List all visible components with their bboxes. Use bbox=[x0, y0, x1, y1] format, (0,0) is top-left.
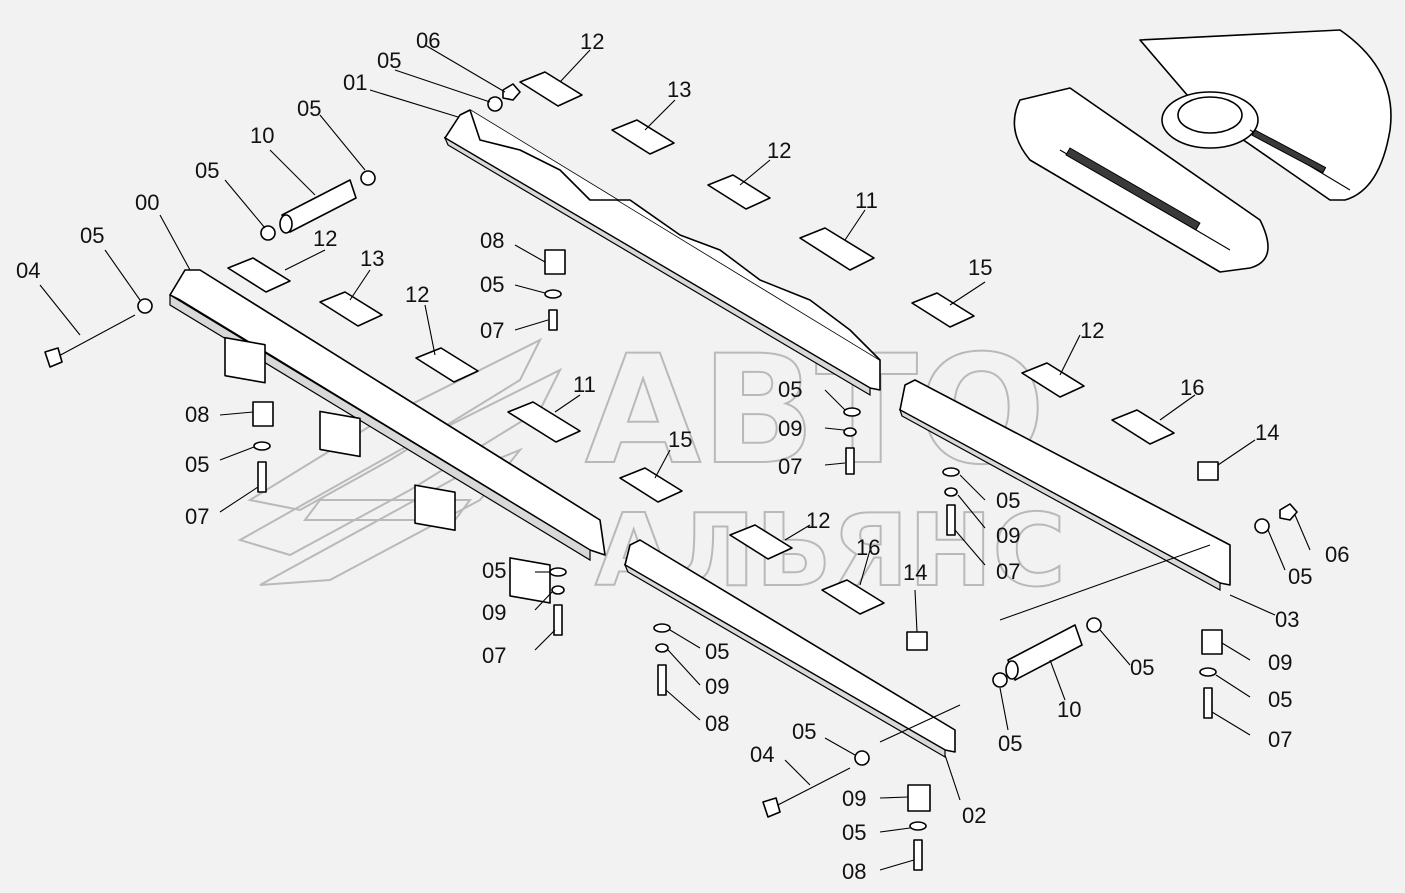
guard-rail-00 bbox=[169, 269, 606, 604]
callout-16: 16 bbox=[1180, 375, 1204, 400]
fastener-stacks bbox=[137, 83, 1298, 871]
callout-11: 11 bbox=[573, 372, 596, 397]
pin-10-lower bbox=[1005, 624, 1083, 681]
leader-lines bbox=[39, 44, 1311, 871]
bolt-04-upper bbox=[44, 314, 136, 368]
callout-09: 09 bbox=[778, 416, 802, 441]
bolt-04-lower bbox=[762, 767, 851, 818]
callout-05: 05 bbox=[297, 96, 321, 121]
callout-05: 05 bbox=[195, 158, 219, 183]
callout-12: 12 bbox=[313, 226, 337, 251]
callout-05: 05 bbox=[1130, 655, 1154, 680]
callout-05: 05 bbox=[1288, 564, 1312, 589]
callout-08: 09 bbox=[1268, 650, 1292, 675]
callout-05: 05 bbox=[1268, 687, 1292, 712]
block-set bbox=[227, 71, 1219, 651]
callout-labels: 06 05 01 05 10 05 00 05 04 12 13 12 11 0… bbox=[16, 28, 1349, 884]
pin-10-upper bbox=[279, 179, 357, 234]
callout-08: 08 bbox=[480, 228, 504, 253]
callout-14: 14 bbox=[903, 560, 927, 585]
callout-12: 12 bbox=[405, 282, 429, 307]
callout-06: 06 bbox=[1325, 542, 1349, 567]
callout-10: 10 bbox=[1057, 697, 1081, 722]
callout-10: 10 bbox=[250, 123, 274, 148]
callout-05: 05 bbox=[377, 48, 401, 73]
callout-07: 07 bbox=[996, 559, 1020, 584]
callout-05: 05 bbox=[778, 377, 802, 402]
callout-14: 14 bbox=[1255, 420, 1279, 445]
callout-05: 05 bbox=[996, 488, 1020, 513]
callout-04: 04 bbox=[16, 258, 40, 283]
callout-09: 09 bbox=[482, 600, 506, 625]
callout-02: 02 bbox=[962, 803, 986, 828]
callout-07: 07 bbox=[482, 643, 506, 668]
callout-05: 05 bbox=[842, 820, 866, 845]
callout-12: 12 bbox=[580, 29, 604, 54]
undercarriage-thumbnail bbox=[1013, 29, 1392, 273]
callout-07: 07 bbox=[185, 504, 209, 529]
callout-08: 08 bbox=[185, 402, 209, 427]
callout-05: 05 bbox=[792, 719, 816, 744]
callout-07: 07 bbox=[480, 318, 504, 343]
callout-05: 05 bbox=[480, 272, 504, 297]
callout-09: 09 bbox=[996, 523, 1020, 548]
callout-07: 07 bbox=[778, 454, 802, 479]
callout-00: 00 bbox=[135, 190, 159, 215]
callout-12: 12 bbox=[806, 508, 830, 533]
callout-05: 05 bbox=[185, 452, 209, 477]
callout-16: 16 bbox=[856, 535, 880, 560]
callout-06: 06 bbox=[416, 28, 440, 53]
callout-15: 15 bbox=[668, 427, 692, 452]
callout-05: 05 bbox=[482, 558, 506, 583]
guard-rail-03 bbox=[898, 379, 1231, 592]
callout-13: 13 bbox=[667, 77, 691, 102]
callout-15: 15 bbox=[968, 255, 992, 280]
callout-12: 12 bbox=[1080, 318, 1104, 343]
callout-09: 09 bbox=[705, 674, 729, 699]
callout-04: 04 bbox=[750, 742, 774, 767]
callout-05: 05 bbox=[80, 223, 104, 248]
callout-01: 01 bbox=[343, 70, 367, 95]
guard-rail-01 bbox=[443, 109, 881, 397]
callout-08: 09 bbox=[842, 786, 866, 811]
callout-03: 03 bbox=[1275, 607, 1299, 632]
callout-11: 11 bbox=[855, 188, 878, 213]
callout-05: 05 bbox=[705, 639, 729, 664]
callout-05: 05 bbox=[998, 731, 1022, 756]
callout-07: 08 bbox=[842, 859, 866, 884]
callout-07: 07 bbox=[1268, 727, 1292, 752]
guard-rail-02 bbox=[623, 539, 956, 759]
callout-07: 08 bbox=[705, 711, 729, 736]
callout-12: 12 bbox=[767, 138, 791, 163]
callout-13: 13 bbox=[360, 246, 384, 271]
